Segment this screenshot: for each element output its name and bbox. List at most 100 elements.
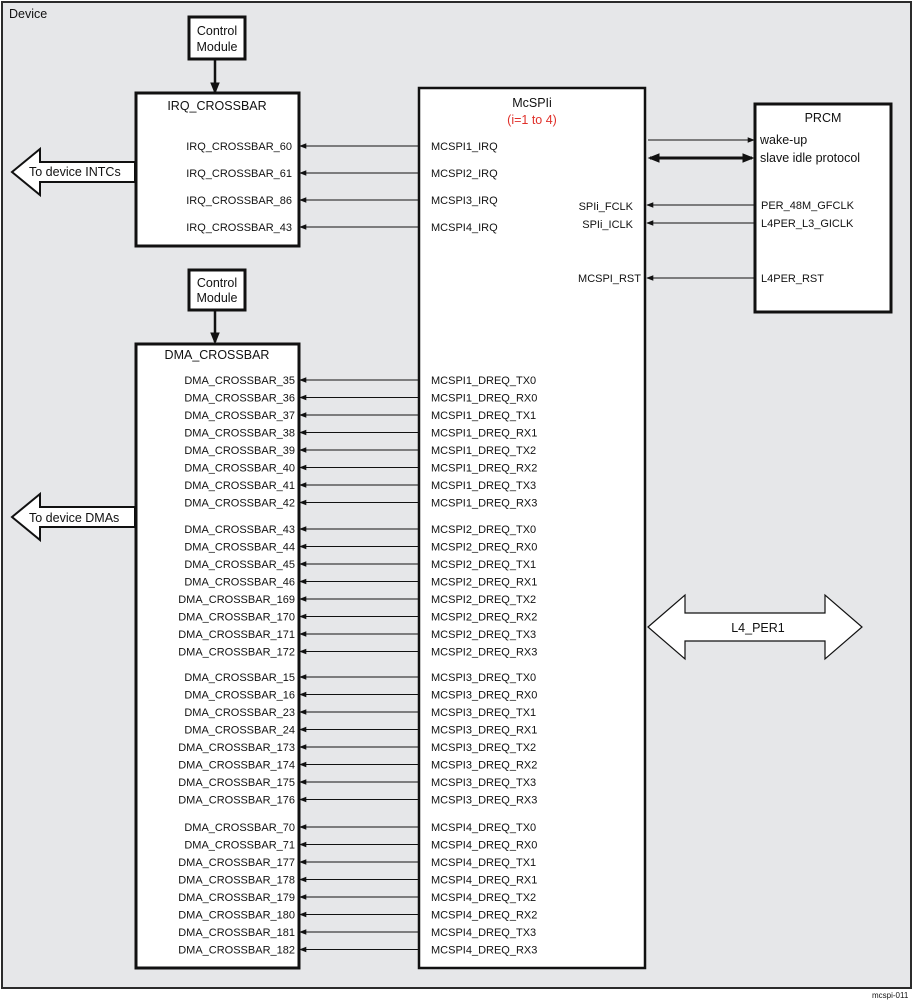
mcspi-irq-label: MCSPI4_IRQ [431,222,498,234]
dma-crossbar-line: DMA_CROSSBAR_35 [184,375,295,387]
control-module-bottom-box [187,268,247,312]
control-module-top-box [187,15,247,61]
irq-crossbar-line: IRQ_CROSSBAR_86 [186,195,292,207]
to-device-dmas-arrow [10,491,136,543]
dma-crossbar-line: DMA_CROSSBAR_46 [184,577,295,589]
mcspi-dreq-label: MCSPI3_DREQ_TX1 [431,707,536,719]
control-module-bottom-label-1: Control [197,276,237,290]
mcspi-dreq-label: MCSPI4_DREQ_TX0 [431,822,536,834]
dma-crossbar-line: DMA_CROSSBAR_71 [184,840,295,852]
dma-crossbar-line: DMA_CROSSBAR_70 [184,822,295,834]
mcspi-box [417,86,647,970]
dma-crossbar-line: DMA_CROSSBAR_176 [178,795,295,807]
dma-crossbar-line: DMA_CROSSBAR_39 [184,445,295,457]
mcspi-dreq-label: MCSPI4_DREQ_RX3 [431,945,537,957]
mcspi-dreq-label: MCSPI1_DREQ_RX3 [431,498,537,510]
dma-crossbar-line: DMA_CROSSBAR_41 [184,480,295,492]
dma-crossbar-line: DMA_CROSSBAR_40 [184,463,295,475]
mcspi-dreq-label: MCSPI2_DREQ_TX3 [431,629,536,641]
mcspi-dreq-label: MCSPI3_DREQ_RX0 [431,690,537,702]
mcspi-dreq-label: MCSPI1_DREQ_TX0 [431,375,536,387]
mcspi-dreq-label: MCSPI4_DREQ_RX2 [431,910,537,922]
dma-crossbar-line: DMA_CROSSBAR_174 [178,760,295,772]
to-device-intcs-label: To device INTCs [29,165,121,179]
dma-crossbar-line: DMA_CROSSBAR_43 [184,524,295,536]
dma-crossbar-line: DMA_CROSSBAR_170 [178,612,295,624]
mcspi-dreq-label: MCSPI1_DREQ_TX2 [431,445,536,457]
mcspi-dreq-label: MCSPI2_DREQ_RX1 [431,577,537,589]
spi-fclk-label: SPIi_FCLK [579,201,634,213]
mcspi-dreq-label: MCSPI1_DREQ_TX3 [431,480,536,492]
mcspi-rst-label: MCSPI_RST [578,273,641,285]
control-module-top-label-1: Control [197,24,237,38]
mcspi-dreq-label: MCSPI2_DREQ_RX0 [431,542,537,554]
dma-crossbar-line: DMA_CROSSBAR_173 [178,742,295,754]
dma-crossbar-line: DMA_CROSSBAR_45 [184,559,295,571]
mcspi-dreq-label: MCSPI4_DREQ_TX2 [431,892,536,904]
dma-crossbar-line: DMA_CROSSBAR_42 [184,498,295,510]
mcspi-dreq-label: MCSPI2_DREQ_TX1 [431,559,536,571]
dma-crossbar-line: DMA_CROSSBAR_180 [178,910,295,922]
dma-crossbar-line: DMA_CROSSBAR_36 [184,393,295,405]
prcm-slave-idle-label: slave idle protocol [760,151,860,165]
prcm-title: PRCM [805,111,842,125]
to-device-dmas-label: To device DMAs [29,511,119,525]
mcspi-dreq-label: MCSPI2_DREQ_RX3 [431,647,537,659]
dma-crossbar-line: DMA_CROSSBAR_38 [184,428,295,440]
mcspi-dreq-label: MCSPI3_DREQ_RX3 [431,795,537,807]
irq-crossbar-line: IRQ_CROSSBAR_60 [186,141,292,153]
mcspi-dreq-label: MCSPI3_DREQ_RX2 [431,760,537,772]
mcspi-dreq-label: MCSPI2_DREQ_TX2 [431,594,536,606]
spi-iclk-label: SPIi_ICLK [582,219,633,231]
dma-crossbar-line: DMA_CROSSBAR_169 [178,594,295,606]
dma-crossbar-line: DMA_CROSSBAR_172 [178,647,295,659]
mcspi-irq-label: MCSPI1_IRQ [431,141,498,153]
dma-crossbar-line: DMA_CROSSBAR_182 [178,945,295,957]
to-device-intcs-arrow [10,146,136,198]
mcspi-dreq-label: MCSPI3_DREQ_TX2 [431,742,536,754]
dma-crossbar-line: DMA_CROSSBAR_177 [178,857,295,869]
mcspi-dreq-label: MCSPI3_DREQ_RX1 [431,725,537,737]
mcspi-dreq-label: MCSPI1_DREQ_TX1 [431,410,536,422]
mcspi-title: McSPIi [512,96,552,110]
mcspi-dreq-label: MCSPI4_DREQ_TX3 [431,927,536,939]
l4-per1-arrow [647,593,863,661]
dma-crossbar-line: DMA_CROSSBAR_24 [184,725,295,737]
prcm-iclk-label: L4PER_L3_GICLK [761,218,854,230]
prcm-wakeup-label: wake-up [759,133,807,147]
dma-crossbar-title: DMA_CROSSBAR [165,348,270,362]
mcspi-dreq-label: MCSPI2_DREQ_RX2 [431,612,537,624]
mcspi-dreq-label: MCSPI4_DREQ_RX1 [431,875,537,887]
dma-crossbar-line: DMA_CROSSBAR_15 [184,672,295,684]
mcspi-irq-label: MCSPI2_IRQ [431,168,498,180]
mcspi-irq-label: MCSPI3_IRQ [431,195,498,207]
dma-crossbar-line: DMA_CROSSBAR_171 [178,629,295,641]
dma-crossbar-line: DMA_CROSSBAR_44 [184,542,295,554]
mcspi-dreq-label: MCSPI4_DREQ_RX0 [431,840,537,852]
mcspi-dreq-label: MCSPI1_DREQ_RX2 [431,463,537,475]
dma-crossbar-line: DMA_CROSSBAR_178 [178,875,295,887]
l4-per1-label: L4_PER1 [731,621,785,635]
mcspi-dreq-label: MCSPI4_DREQ_TX1 [431,857,536,869]
dma-crossbar-line: DMA_CROSSBAR_181 [178,927,295,939]
dma-crossbar-line: DMA_CROSSBAR_175 [178,777,295,789]
prcm-rst-label: L4PER_RST [761,273,824,285]
figure-id: mcspi-011 [872,991,909,1000]
mcspi-dreq-label: MCSPI3_DREQ_TX0 [431,672,536,684]
mcspi-dreq-label: MCSPI1_DREQ_RX0 [431,393,537,405]
irq-crossbar-line: IRQ_CROSSBAR_61 [186,168,292,180]
mcspi-dreq-label: MCSPI3_DREQ_TX3 [431,777,536,789]
dma-crossbar-box [134,342,301,970]
device-label: Device [9,7,47,21]
prcm-fclk-label: PER_48M_GFCLK [761,200,855,212]
mcspi-dreq-label: MCSPI2_DREQ_TX0 [431,524,536,536]
dma-crossbar-line: DMA_CROSSBAR_179 [178,892,295,904]
irq-crossbar-title: IRQ_CROSSBAR [167,99,266,113]
control-module-bottom-label-2: Module [197,291,238,305]
dma-crossbar-line: DMA_CROSSBAR_23 [184,707,295,719]
irq-crossbar-line: IRQ_CROSSBAR_43 [186,222,292,234]
prcm-box [753,102,893,314]
dma-crossbar-line: DMA_CROSSBAR_37 [184,410,295,422]
mcspi-dreq-label: MCSPI1_DREQ_RX1 [431,428,537,440]
